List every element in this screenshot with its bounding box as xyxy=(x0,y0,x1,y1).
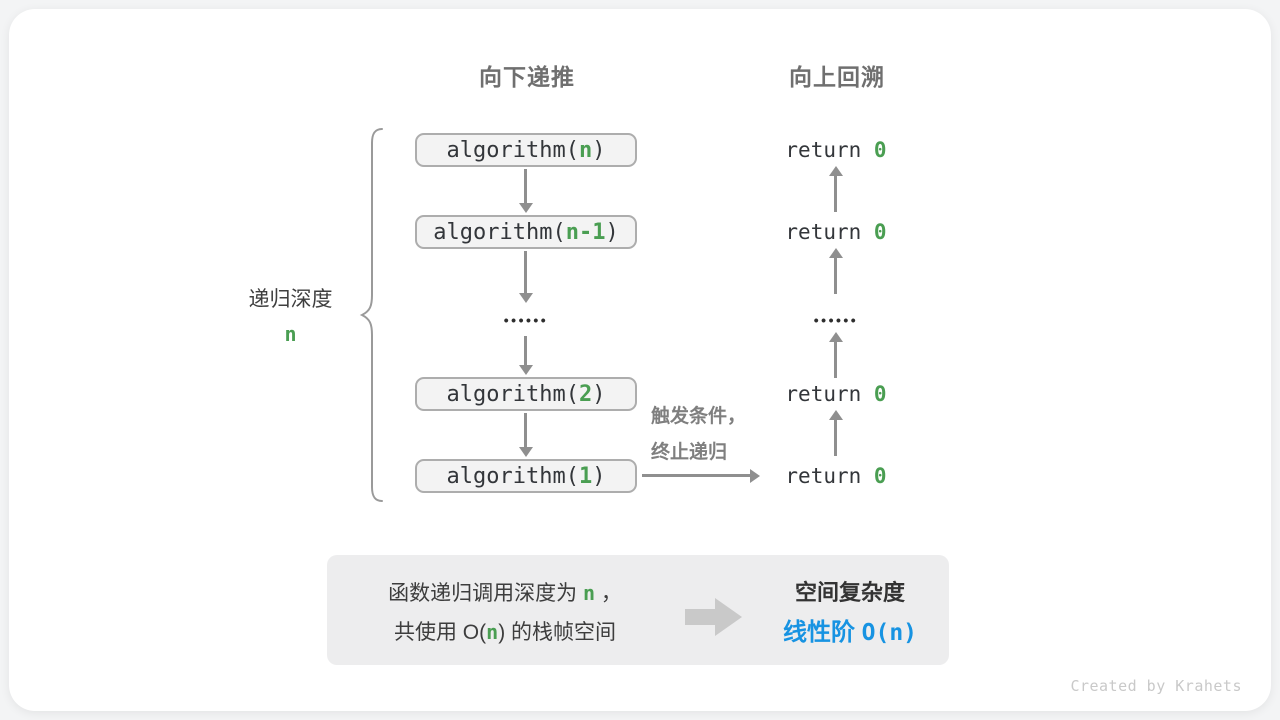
summary-text: 共使用 O( xyxy=(393,621,487,644)
arrow-right-icon xyxy=(642,474,750,477)
arrow-down-icon xyxy=(524,169,527,204)
call-box-algorithm-2: algorithm(2) xyxy=(415,377,637,411)
recursion-depth-text: 递归深度 xyxy=(248,288,333,311)
summary-var: n xyxy=(486,620,499,644)
trigger-note: 触发条件， 终止递归 xyxy=(651,399,746,471)
arrow-up-icon xyxy=(834,175,837,212)
return-row: return 0 xyxy=(756,219,916,245)
call-text: algorithm( xyxy=(433,219,566,245)
return-value: 0 xyxy=(873,220,887,244)
space-complexity-result: 线性阶 O(n) xyxy=(745,612,955,647)
summary-panel: 函数递归调用深度为 n ， 共使用 O(n) 的栈帧空间 空间复杂度 线性阶 O… xyxy=(327,555,949,665)
space-complexity-title: 空间复杂度 xyxy=(794,580,905,605)
return-keyword: return xyxy=(785,220,874,244)
header-downward-recursion: 向下递推 xyxy=(479,64,575,90)
summary-text: ) 的栈帧空间 xyxy=(498,621,617,644)
ellipsis-left: •••••• xyxy=(503,312,549,328)
block-arrow-right-icon xyxy=(685,598,743,636)
call-text: ) xyxy=(592,137,606,163)
call-text: algorithm( xyxy=(446,463,579,489)
return-value: 0 xyxy=(873,138,887,162)
call-text: ) xyxy=(592,463,606,489)
summary-text: ， xyxy=(595,582,622,605)
return-value: 0 xyxy=(873,382,887,406)
arrow-down-icon xyxy=(524,336,527,366)
recursion-depth-value: n xyxy=(284,322,297,346)
depth-brace xyxy=(359,128,383,502)
arrow-up-icon xyxy=(834,419,837,456)
call-box-algorithm-n-1: algorithm(n-1) xyxy=(415,215,637,249)
call-text: algorithm( xyxy=(446,137,579,163)
return-keyword: return xyxy=(785,138,874,162)
arrow-up-icon xyxy=(834,341,837,378)
arrow-down-icon xyxy=(524,251,527,294)
return-keyword: return xyxy=(785,382,874,406)
return-value: 0 xyxy=(873,464,887,488)
summary-text: 函数递归调用深度为 xyxy=(388,582,583,605)
summary-description: 函数递归调用深度为 n ， 共使用 O(n) 的栈帧空间 xyxy=(340,574,670,652)
ellipsis-right: •••••• xyxy=(813,312,859,328)
call-box-algorithm-n: algorithm(n) xyxy=(415,133,637,167)
summary-line1: 函数递归调用深度为 n ， xyxy=(340,574,670,613)
return-row: return 0 xyxy=(756,463,916,489)
summary-line2: 共使用 O(n) 的栈帧空间 xyxy=(340,613,670,652)
arrow-up-icon xyxy=(834,257,837,294)
header-upward-backtrack: 向上回溯 xyxy=(789,64,885,90)
call-arg: n-1 xyxy=(565,219,606,245)
return-row: return 0 xyxy=(756,381,916,407)
return-row: return 0 xyxy=(756,137,916,163)
call-arg: 2 xyxy=(578,381,593,407)
result-code: O(n) xyxy=(861,620,918,646)
return-keyword: return xyxy=(785,464,874,488)
call-text: ) xyxy=(605,219,619,245)
call-box-algorithm-1: algorithm(1) xyxy=(415,459,637,493)
result-prefix: 线性阶 xyxy=(782,619,862,646)
summary-var: n xyxy=(582,581,596,605)
trigger-note-line2: 终止递归 xyxy=(651,442,728,463)
recursion-depth-label: 递归深度 n xyxy=(233,283,348,346)
credit-text: Created by Krahets xyxy=(1070,677,1242,695)
block-arrow-stem xyxy=(685,609,715,625)
call-text: ) xyxy=(592,381,606,407)
call-arg: 1 xyxy=(578,463,593,489)
call-arg: n xyxy=(578,137,593,163)
trigger-note-line1: 触发条件， xyxy=(651,406,747,427)
arrow-down-icon xyxy=(524,413,527,448)
call-text: algorithm( xyxy=(446,381,579,407)
block-arrow-head xyxy=(715,598,742,636)
